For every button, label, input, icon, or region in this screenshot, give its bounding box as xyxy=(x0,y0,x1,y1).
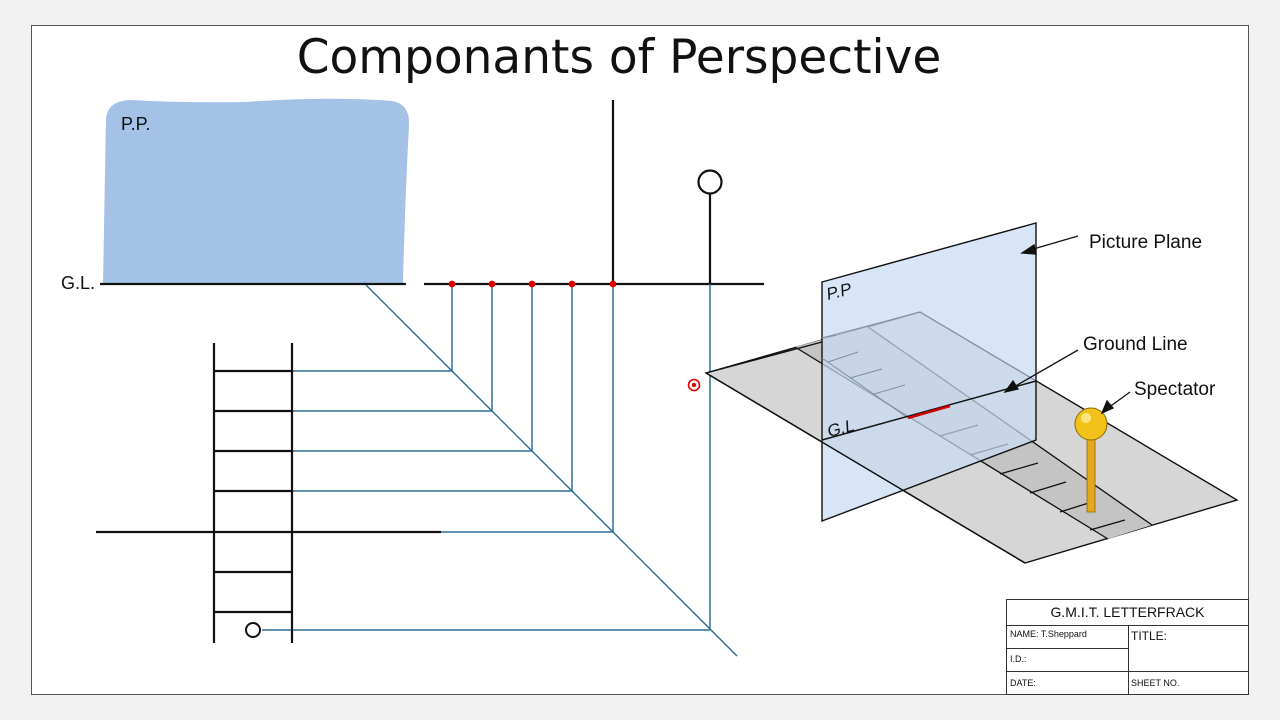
picture-plane-arrow xyxy=(1029,235,1079,251)
title-block-divider xyxy=(1128,625,1129,694)
station-point-circle xyxy=(245,622,261,638)
hidden-lines xyxy=(821,311,1037,419)
point-marker xyxy=(568,280,576,288)
point-marker xyxy=(528,280,536,288)
projector-diagonal xyxy=(365,284,738,657)
path-rung xyxy=(1089,519,1126,531)
title-block-grid: NAME: T.Sheppard TITLE: I.D.: DATE: SHEE… xyxy=(1007,625,1248,694)
point-marker xyxy=(609,280,617,288)
arrowhead-icon xyxy=(1100,399,1115,415)
title-block-title: TITLE: xyxy=(1131,629,1168,643)
path-rung xyxy=(1029,481,1067,494)
title-block-school: G.M.I.T. LETTERFRACK xyxy=(1007,600,1248,626)
title-block-divider xyxy=(1007,648,1128,649)
plan-pp-label: P.P. xyxy=(121,114,150,134)
title-block-name: NAME: T.Sheppard xyxy=(1010,629,1087,639)
hidden-line xyxy=(849,368,883,379)
title-block-date: DATE: xyxy=(1010,678,1036,688)
title-block-id: I.D.: xyxy=(1010,654,1027,664)
callout-spectator: Spectator xyxy=(1134,379,1216,400)
callout-picture-plane: Picture Plane xyxy=(1089,232,1202,253)
hidden-line xyxy=(873,384,906,395)
intersection-points xyxy=(448,280,617,288)
hidden-line xyxy=(821,334,837,339)
spectator-elevation-circle xyxy=(697,169,723,195)
page-title: Componants of Perspective xyxy=(296,30,942,85)
spectator-head-highlight xyxy=(1081,413,1091,423)
iso-ground-line-front xyxy=(705,341,823,374)
arrowhead-icon xyxy=(1003,379,1020,394)
point-marker xyxy=(488,280,496,288)
plan-ladder xyxy=(96,343,441,643)
spectator-arrow xyxy=(1107,391,1131,409)
callout-ground-line: Ground Line xyxy=(1083,334,1188,355)
hidden-line xyxy=(919,311,1037,382)
iso-ground-line xyxy=(821,380,1037,441)
picture-plane-shape xyxy=(103,98,410,284)
plan-gl-label: G.L. xyxy=(61,273,95,293)
callouts xyxy=(1003,235,1131,415)
title-block-divider xyxy=(1128,671,1248,672)
ground-line-arrow xyxy=(1011,349,1079,389)
title-block: G.M.I.T. LETTERFRACK NAME: T.Sheppard TI… xyxy=(1006,599,1249,695)
hidden-line xyxy=(827,351,859,363)
projector-lines xyxy=(262,284,738,657)
title-block-divider xyxy=(1007,671,1128,672)
arrowhead-icon xyxy=(1020,243,1037,255)
point-marker xyxy=(448,280,456,288)
cursor-icon xyxy=(687,378,701,392)
highlight-segment xyxy=(907,404,951,420)
path-rung xyxy=(999,462,1039,475)
title-block-sheet: SHEET NO. xyxy=(1131,678,1180,688)
hidden-line xyxy=(821,357,909,419)
hidden-line xyxy=(821,311,921,339)
spectator-pole xyxy=(1086,433,1096,513)
isometric-view: P.P G.L xyxy=(704,222,1239,564)
ground-front-edge xyxy=(705,372,1026,564)
